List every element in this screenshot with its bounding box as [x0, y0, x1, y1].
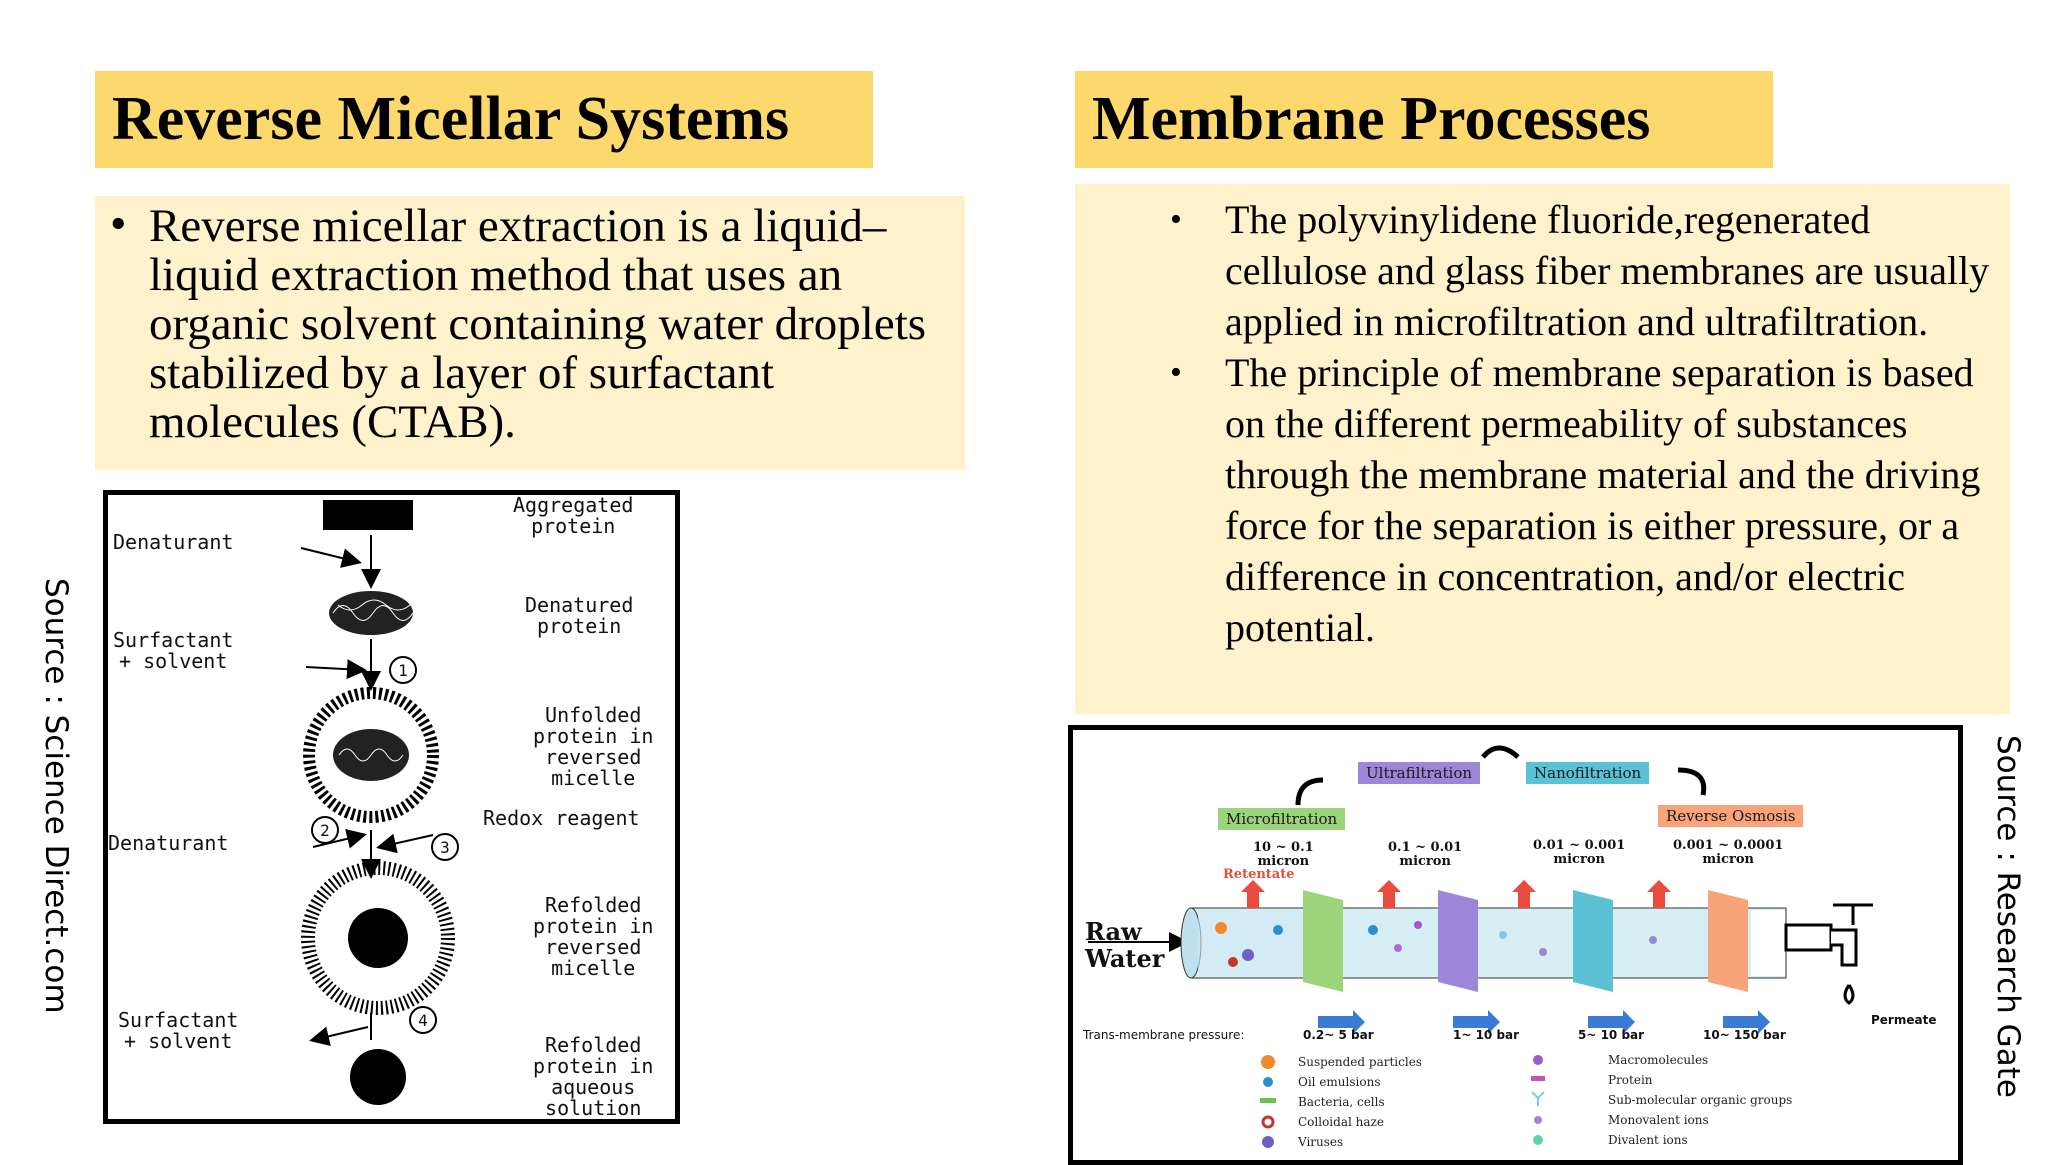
right-bullet-text: The polyvinylidene fluoride,regenerated … — [1225, 197, 1990, 344]
curved-arrow-icon — [1295, 777, 1324, 806]
legend-item: Viruses — [1298, 1135, 1344, 1149]
process-tag-ultrafiltration: Ultrafiltration — [1358, 762, 1481, 784]
step-circle — [311, 816, 339, 844]
pressure-arrows — [1318, 1010, 1770, 1034]
left-figure-label: Surfactant + solvent — [118, 1008, 239, 1053]
bullet-icon: • — [110, 198, 127, 250]
particles — [1215, 921, 1657, 967]
reversed-micelle-unfolded-shape — [303, 687, 439, 823]
bullet-icon: • — [1170, 354, 1182, 391]
step-circle — [431, 833, 459, 861]
microfiltration-membrane — [1303, 890, 1343, 992]
nanofiltration-membrane — [1573, 890, 1613, 992]
membrane-process-diagram: Ultrafiltration Nanofiltration Microfilt… — [1068, 725, 1963, 1165]
retentate-arrows — [1241, 880, 1671, 908]
step-number: 4 — [418, 1011, 428, 1030]
raw-water-label: Raw Water — [1085, 917, 1165, 973]
right-bullet-text: The principle of membrane separation is … — [1225, 350, 1981, 650]
left-figure-label: Surfactant + solvent — [113, 628, 234, 673]
step-number: 3 — [440, 838, 450, 857]
legend-item: Suspended particles — [1298, 1055, 1422, 1069]
legend-item: Oil emulsions — [1298, 1075, 1381, 1089]
right-bullet-item: • The principle of membrane separation is… — [1075, 347, 1995, 653]
pressure-value: 10~ 150 bar — [1703, 1028, 1786, 1042]
reversed-micelle-refolded-shape — [301, 861, 455, 1015]
faucet-icon — [1784, 903, 1873, 1005]
curved-arrow-icon — [1677, 767, 1707, 796]
right-figure-label: Unfolded protein in reversed micelle — [533, 703, 654, 790]
right-figure-label: Refolded protein in aqueous solution — [533, 1033, 654, 1120]
left-bullet-item: • Reverse micellar extraction is a liquid… — [95, 198, 969, 448]
denatured-protein-shape — [329, 591, 414, 635]
left-figure-label: Denaturant — [113, 530, 234, 554]
right-figure-label: Refolded protein in reversed micelle — [533, 893, 654, 980]
ultrafiltration-membrane — [1438, 890, 1478, 992]
process-tag-microfiltration: Microfiltration — [1218, 808, 1346, 830]
left-text-panel: • Reverse micellar extraction is a liquid… — [95, 196, 965, 470]
legend-item: Divalent ions — [1608, 1133, 1688, 1147]
pore-size-label: 0.1 ~ 0.01 micron — [1388, 840, 1463, 869]
step-circle — [409, 1006, 437, 1034]
permeate-label: Permeate — [1871, 1013, 1937, 1027]
pressure-value: 1~ 10 bar — [1453, 1028, 1520, 1042]
right-figure-label: Denatured protein — [525, 593, 634, 638]
step-circle — [389, 656, 417, 684]
left-source-caption: Source : Science Direct.com — [38, 578, 74, 1014]
bullet-icon: • — [1170, 201, 1182, 238]
pressure-value: 0.2~ 5 bar — [1303, 1028, 1374, 1042]
right-section-title: Membrane Processes — [1075, 71, 1773, 168]
pressure-axis-label: Trans-membrane pressure: — [1083, 1028, 1245, 1042]
left-figure-label: Denaturant — [108, 831, 229, 855]
left-bullet-text: Reverse micellar extraction is a liquid–… — [149, 200, 927, 448]
reverse-micelle-diagram: 1 2 3 4 Denaturant Surfactant + solvent … — [103, 490, 680, 1124]
legend-item: Colloidal haze — [1298, 1115, 1384, 1129]
left-section-title: Reverse Micellar Systems — [95, 71, 873, 168]
legend-item: Monovalent ions — [1608, 1113, 1709, 1127]
process-tag-nanofiltration: Nanofiltration — [1526, 762, 1650, 784]
legend-item: Bacteria, cells — [1298, 1095, 1385, 1109]
step-number: 1 — [398, 661, 408, 680]
reverse-osmosis-membrane — [1708, 890, 1748, 992]
curved-arrow-icon — [1481, 745, 1520, 759]
reverse-micelle-graphic — [300, 500, 459, 1105]
legend-item: Macromolecules — [1608, 1053, 1709, 1067]
right-text-panel: • The polyvinylidene fluoride,regenerated… — [1075, 184, 2010, 714]
right-bullet-item: • The polyvinylidene fluoride,regenerated… — [1075, 194, 1995, 347]
left-bullet-list: • Reverse micellar extraction is a liquid… — [95, 196, 969, 447]
aggregated-protein-shape — [323, 500, 413, 530]
legend-item: Protein — [1608, 1073, 1653, 1087]
pore-size-label: 0.01 ~ 0.001 micron — [1533, 838, 1626, 867]
legend-symbols — [1260, 1055, 1545, 1148]
right-bullet-list: • The polyvinylidene fluoride,regenerated… — [1075, 194, 1995, 653]
refolded-protein-shape — [350, 1049, 406, 1105]
right-figure-label: Redox reagent — [483, 806, 640, 830]
retentate-label: Retentate — [1223, 867, 1295, 882]
pressure-value: 5~ 10 bar — [1578, 1028, 1645, 1042]
right-figure-label: Aggregated protein — [513, 493, 634, 538]
membrane-process-graphic — [1088, 745, 1873, 1148]
pore-size-label: 10 ~ 0.1 micron — [1253, 840, 1314, 869]
right-source-caption: Source : Research Gate — [1990, 735, 2026, 1098]
pore-size-label: 0.001 ~ 0.0001 micron — [1673, 838, 1784, 867]
legend-item: Sub-molecular organic groups — [1608, 1093, 1793, 1107]
step-number: 2 — [320, 821, 330, 840]
process-tag-reverse-osmosis: Reverse Osmosis — [1658, 805, 1804, 827]
